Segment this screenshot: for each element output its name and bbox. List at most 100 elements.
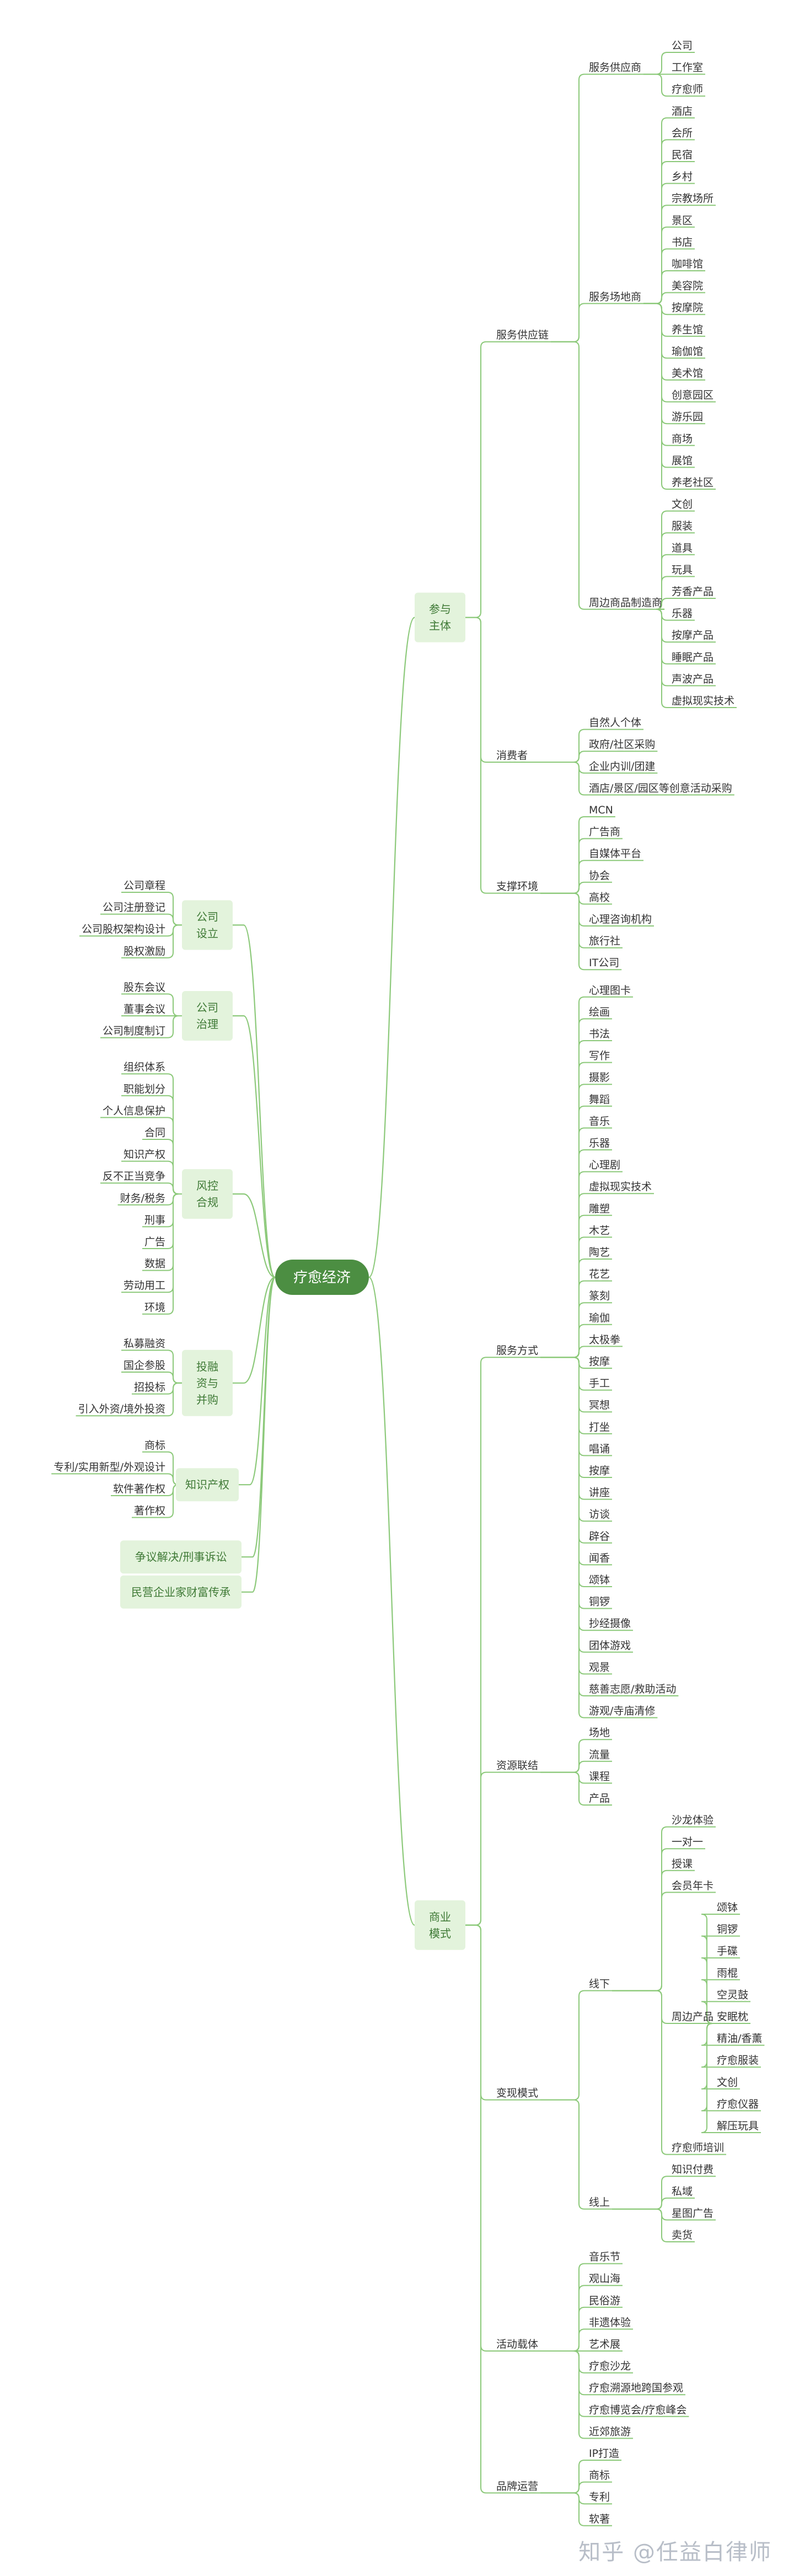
right-branch-1-0-32: 慈善志愿/救助活动 <box>589 1683 676 1695</box>
right-branch-1-2-0-3: 会员年卡 <box>672 1879 713 1892</box>
right-branch-1-0-edge-0 <box>540 996 587 1358</box>
right-branch-0-0-2-1: 服装 <box>672 520 693 532</box>
left-branch-0-edge-1 <box>168 913 182 926</box>
right-branch-0-0-1-edge-7 <box>643 270 669 304</box>
right-branch-1-2-1-0: 知识付费 <box>672 2163 713 2176</box>
left-branch-2-3: 合同 <box>144 1127 165 1139</box>
right-branch-0-1-edge-1 <box>530 751 587 763</box>
right-branch-1-2-1-edge-0 <box>612 2176 669 2210</box>
left-branch-2 <box>182 1169 233 1219</box>
right-branch-1 <box>415 1900 465 1950</box>
right-branch-0-0-1-edge-0 <box>643 117 669 304</box>
right-branch-0-0-1-edge-9 <box>643 303 669 315</box>
right-branch-1-0-12: 陶艺 <box>589 1246 610 1258</box>
right-branch-0-0-1-13: 创意园区 <box>672 389 713 401</box>
right-branch-0-0-1-edge-3 <box>643 183 669 304</box>
left-branch-0-label: 公司设立 <box>196 910 218 940</box>
left-branch-2-edge-10 <box>167 1193 182 1293</box>
right-branch-1-2-1-3: 卖货 <box>672 2229 693 2241</box>
connector-lines <box>51 52 765 2526</box>
left-branch-4-3: 著作权 <box>134 1505 165 1517</box>
right-branch-0-2-edge-4 <box>540 892 587 905</box>
left-branch-0 <box>182 900 233 950</box>
right-branch-1-0-2: 书法 <box>589 1028 610 1040</box>
right-branch-0-0-edge-0 <box>551 73 587 342</box>
right-branch-0-0-1-2: 民宿 <box>672 149 693 161</box>
right-branch-0-2-4: 高校 <box>589 891 610 903</box>
right-branch-1-3: 活动载体 <box>496 2338 538 2350</box>
right-branch-0-2: 支撑环境 <box>496 881 538 893</box>
left-branch-2-edge <box>243 1193 276 1278</box>
right-branch-1-1-edge-0 <box>540 1739 587 1773</box>
right-branch-1-0-0: 心理图卡 <box>589 984 631 997</box>
right-branch-1-0-26: 闻香 <box>589 1552 610 1564</box>
left-branch-3-label: 投融资与并购 <box>196 1360 218 1406</box>
right-branch-0-0-1-edge-17 <box>643 303 669 490</box>
right-branch-1-0-7: 乐器 <box>589 1137 610 1149</box>
right-branch-0-0-0: 服务供应商 <box>589 62 641 74</box>
right-branch-0-0-1-1: 会所 <box>672 127 693 139</box>
right-branch-1-2-0-4-3: 雨棍 <box>717 1967 738 1979</box>
right-branch-1-4-edge-2 <box>540 2492 587 2505</box>
watermark: 知乎 @任益白律师 <box>578 2540 772 2565</box>
right-branch-1-0-edge-13 <box>540 1280 587 1358</box>
right-branch-0-0-1-15: 商场 <box>672 433 693 445</box>
right-branch-1-3-edge-1 <box>540 2285 587 2352</box>
left-branch-6-edge <box>251 1276 276 1593</box>
right-branch-1-0-edge-12 <box>540 1258 587 1358</box>
right-branch-1-edge <box>368 1276 415 1926</box>
right-branch-0-0-0-2: 疗愈师 <box>672 83 703 95</box>
mind-map-nodes: 疗愈经济参与主体服务供应链服务供应商公司工作室疗愈师服务场地商酒店会所民宿乡村宗… <box>53 40 762 2525</box>
right-branch-1-edge-1 <box>465 1771 494 1926</box>
right-branch-1-3-edge-2 <box>540 2306 587 2352</box>
left-branch-5-edge <box>251 1276 276 1558</box>
right-branch-0-1-1: 政府/社区采购 <box>589 738 655 751</box>
right-branch-1-0-33: 游观/寺庙清修 <box>589 1705 655 1717</box>
left-branch-4-0: 商标 <box>144 1439 165 1452</box>
left-branch-2-8: 广告 <box>144 1236 165 1248</box>
right-branch-0-0-1-9: 按摩院 <box>672 302 703 314</box>
left-branch-2-label: 风控合规 <box>196 1179 218 1209</box>
right-branch-0-0-1: 服务场地商 <box>589 291 641 303</box>
left-branch-3-2: 招投标 <box>134 1381 165 1394</box>
right-branch-1-0-3: 写作 <box>589 1050 610 1062</box>
right-branch-0-1-edge-3 <box>530 762 587 796</box>
right-branch-1-2-0-4-2: 手碟 <box>717 1945 738 1957</box>
root-node-box <box>275 1260 369 1295</box>
left-branch-2-edge-9 <box>167 1193 182 1271</box>
right-branch-0-edge-2 <box>465 617 494 894</box>
right-branch-1-2-0-edge-4 <box>612 1990 669 2024</box>
right-branch-0-edge-1 <box>465 617 494 763</box>
right-branch-0-2-edge-0 <box>540 816 587 894</box>
right-branch-1-2-0-4-5: 安眠枕 <box>717 2011 748 2023</box>
right-branch-0-0-1-edge-13 <box>643 303 669 403</box>
right-branch-1-3-edge-7 <box>540 2350 587 2417</box>
left-branch-3-edge-0 <box>167 1349 182 1384</box>
right-branch-1-0-edge-21 <box>540 1357 587 1456</box>
right-branch-1-3-edge-3 <box>540 2328 587 2352</box>
right-branch-1-3-7: 疗愈博览会/疗愈峰会 <box>589 2404 686 2416</box>
right-branch-0-2-edge-3 <box>540 881 587 894</box>
right-branch-1-2-0-5: 疗愈师培训 <box>672 2142 724 2154</box>
right-branch-0-edge-0 <box>465 341 494 618</box>
right-branch-0-0-1-edge-2 <box>643 161 669 304</box>
right-branch-0-0: 服务供应链 <box>496 329 549 341</box>
right-branch-1-0-edge-15 <box>540 1324 587 1358</box>
left-branch-2-edge-1 <box>167 1095 182 1195</box>
right-branch-1-2-1: 线上 <box>589 2197 610 2209</box>
right-branch-1-0-8: 心理剧 <box>589 1159 620 1171</box>
right-branch-0-0-1-edge-14 <box>643 303 669 425</box>
right-branch-1-0-22: 按摩 <box>589 1465 610 1477</box>
right-branch-1-0-edge-5 <box>540 1105 587 1358</box>
right-branch-0-0-1-edge-4 <box>643 205 669 304</box>
left-branch-3-1: 国企参股 <box>124 1359 165 1372</box>
right-branch-1-3-5: 疗愈沙龙 <box>589 2360 631 2373</box>
right-branch-1-2-0-4-0: 颂钵 <box>717 1902 738 1914</box>
right-branch-1-0-edge-33 <box>540 1357 587 1718</box>
right-branch-1-3-edge-6 <box>540 2350 587 2396</box>
right-branch-1-0-edge-27 <box>540 1357 587 1587</box>
right-branch-1-0-edge-30 <box>540 1357 587 1653</box>
right-branch-1-2-0: 线下 <box>589 1978 610 1990</box>
right-branch-0-0-2-edge-0 <box>656 510 669 610</box>
left-branch-2-7: 刑事 <box>144 1214 165 1226</box>
